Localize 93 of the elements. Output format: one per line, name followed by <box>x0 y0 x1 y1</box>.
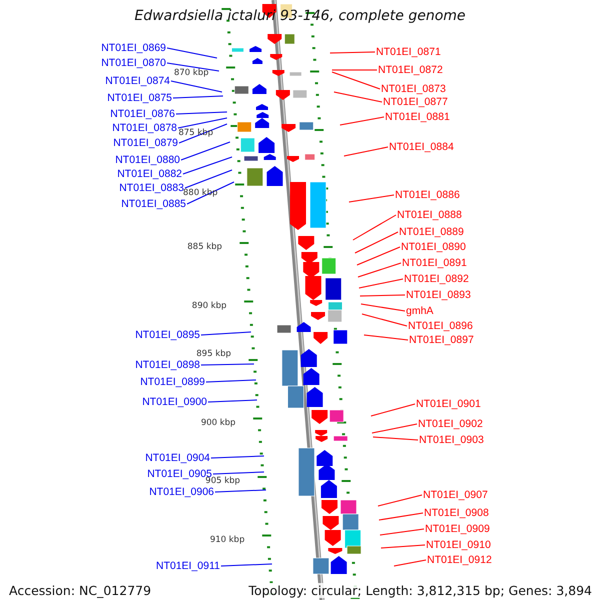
leader-line <box>380 528 424 536</box>
leader-line <box>182 156 232 174</box>
gene-label: NT01EI_0892 <box>404 273 469 285</box>
leader-line <box>330 52 376 54</box>
gene-label: NT01EI_0908 <box>424 507 489 519</box>
leader-line <box>178 118 228 128</box>
gene-label: NT01EI_0882 <box>117 168 182 180</box>
leader-line <box>378 512 424 520</box>
gene-label: NT01EI_0885 <box>121 198 186 210</box>
gene-label: NT01EI_0901 <box>416 398 481 410</box>
leader-line <box>166 62 220 72</box>
leader-line <box>210 456 264 458</box>
gene-label: NT01EI_0891 <box>402 257 467 269</box>
scale-label: 870 kbp <box>174 68 209 78</box>
gene-label: NT01EI_0878 <box>112 122 177 134</box>
gene-label: NT01EI_0906 <box>149 486 214 498</box>
gene-label: NT01EI_0909 <box>425 523 490 535</box>
leader-line <box>334 92 382 102</box>
leader-line <box>372 436 418 440</box>
leader-line <box>178 124 228 144</box>
leader-line <box>370 404 416 416</box>
gene-label: NT01EI_0879 <box>113 137 178 149</box>
leader-line <box>340 116 384 126</box>
leader-line <box>380 544 426 548</box>
gene-label: NT01EI_0875 <box>107 92 172 104</box>
leader-line <box>344 146 388 156</box>
gene-label: NT01EI_0871 <box>376 46 441 58</box>
gene-label: NT01EI_0911 <box>156 560 220 572</box>
scale-label: 900 kbp <box>200 418 236 428</box>
footer-text: Accession: NC_012779 <box>9 583 152 598</box>
scale-label: 890 kbp <box>192 301 227 311</box>
leader-line <box>358 262 402 278</box>
leader-line <box>220 564 272 566</box>
leader-line <box>166 48 218 58</box>
leader-line <box>212 472 264 474</box>
leader-line <box>360 294 406 296</box>
leader-line <box>364 334 408 340</box>
gene-label: NT01EI_0872 <box>378 64 443 76</box>
gene-label: NT01EI_0883 <box>119 182 184 194</box>
leader-line <box>372 424 418 434</box>
gene-label: NT01EI_0873 <box>381 83 446 95</box>
gene-label: NT01EI_0903 <box>419 434 484 446</box>
leader-line <box>394 560 426 566</box>
leader-line <box>358 278 404 288</box>
gene-label: NT01EI_0876 <box>110 108 175 120</box>
gene-label: NT01EI_0874 <box>105 75 170 87</box>
gene-label: NT01EI_0870 <box>101 57 166 69</box>
gene-label: NT01EI_0893 <box>406 289 471 301</box>
leader-line <box>214 490 266 492</box>
gene-label: NT01EI_0886 <box>395 189 460 201</box>
gene-label: NT01EI_0898 <box>135 359 200 371</box>
scale-label: 885 kbp <box>187 242 222 252</box>
leader-line <box>208 400 258 402</box>
gene-label: NT01EI_0881 <box>385 111 450 123</box>
leader-line <box>180 142 230 160</box>
leader-line <box>348 194 394 202</box>
gene-label: NT01EI_0890 <box>401 241 466 253</box>
leader-line <box>362 314 408 326</box>
gene-label: NT01EI_0869 <box>101 42 166 54</box>
leader-line <box>184 170 232 188</box>
leader-line <box>172 96 224 98</box>
gene-label: NT01EI_0888 <box>397 209 462 221</box>
gene-label: NT01EI_0884 <box>389 141 454 153</box>
gene-label: NT01EI_0902 <box>418 418 483 430</box>
gene-label: NT01EI_0895 <box>135 329 200 341</box>
leader-line <box>352 214 396 240</box>
leader-line <box>186 182 234 204</box>
gene-label: NT01EI_0880 <box>115 154 180 166</box>
leader-line <box>176 112 228 114</box>
gene-label: NT01EI_0899 <box>140 376 205 388</box>
leader-line <box>170 80 222 92</box>
leader-line <box>332 72 380 90</box>
gene-label: NT01EI_0889 <box>399 226 464 238</box>
gene-label: NT01EI_0910 <box>426 539 491 551</box>
leader-line <box>200 332 252 336</box>
gene-label: NT01EI_0900 <box>142 396 207 408</box>
gene-label: NT01EI_0907 <box>423 489 488 501</box>
gene-label: NT01EI_0896 <box>408 320 473 332</box>
leader-line <box>378 494 422 506</box>
gene-label: NT01EI_0912 <box>427 554 492 566</box>
leader-line <box>354 232 398 254</box>
leader-line <box>200 364 254 366</box>
gene-label: gmhA <box>406 305 434 317</box>
scale-label: 895 kbp <box>196 349 232 359</box>
gene-label: NT01EI_0897 <box>409 334 474 346</box>
leader-line <box>206 380 256 382</box>
leader-line <box>356 246 400 266</box>
footer-text: Topology: circular; Length: 3,812,315 bp; Genes: 3,894 <box>248 583 592 598</box>
title: Edwardsiella ictaluri 93-146, complete genome <box>133 8 467 24</box>
gene-label: NT01EI_0904 <box>145 452 210 464</box>
scale-label: 910 kbp <box>210 535 245 545</box>
leader-line <box>360 304 406 312</box>
gene-label: NT01EI_0877 <box>383 96 448 108</box>
